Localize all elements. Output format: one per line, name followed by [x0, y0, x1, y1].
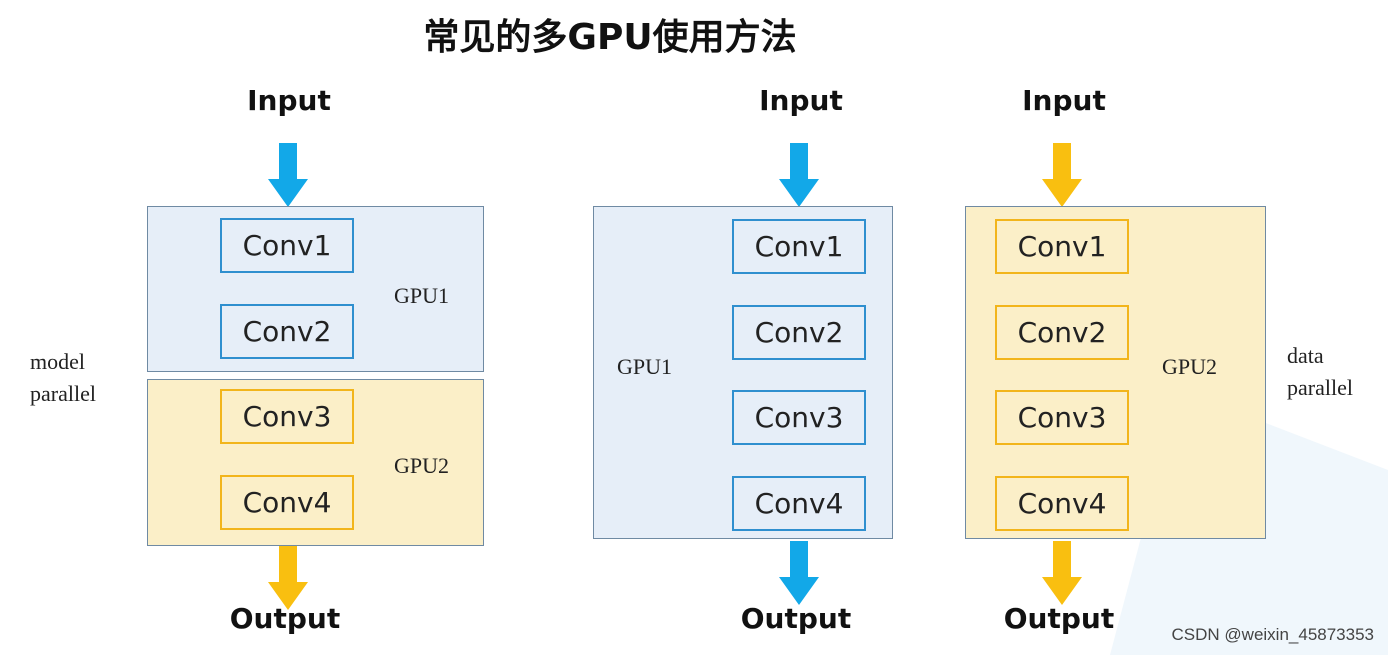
data-parallel-gpu-box: Conv1 Conv2 Conv3 Conv4 GPU2	[965, 206, 1266, 539]
data-parallel-conv2: Conv2	[995, 305, 1129, 360]
model-parallel-label-line1: model	[30, 349, 85, 374]
data-parallel-output-label: Output	[1003, 602, 1115, 635]
model-parallel-gpu2-box: Conv3 Conv4 GPU2	[147, 379, 484, 546]
model-parallel-label-line2: parallel	[30, 381, 96, 406]
single-gpu-output-label: Output	[740, 602, 852, 635]
single-gpu-conv1: Conv1	[732, 219, 866, 274]
model-parallel-gpu1-label: GPU1	[394, 283, 450, 308]
single-gpu-box: Conv1 Conv2 Conv3 Conv4 GPU1	[593, 206, 893, 539]
model-parallel-conv2: Conv2	[220, 304, 354, 359]
data-parallel-conv4: Conv4	[995, 476, 1129, 531]
model-parallel-label: model parallel	[30, 346, 96, 410]
single-gpu-conv4: Conv4	[732, 476, 866, 531]
data-parallel-label-line2: parallel	[1287, 375, 1353, 400]
model-parallel-gpu2-label: GPU2	[394, 453, 450, 478]
single-gpu-input-arrow-icon	[779, 143, 819, 207]
data-parallel-conv3: Conv3	[995, 390, 1129, 445]
single-gpu-output-arrow-icon	[779, 541, 819, 605]
model-parallel-conv1: Conv1	[220, 218, 354, 273]
model-parallel-input-label: Input	[247, 84, 331, 117]
model-parallel-gpu1-box: Conv1 Conv2 GPU1	[147, 206, 484, 372]
model-parallel-input-arrow-icon	[268, 143, 308, 207]
data-parallel-gpu-label: GPU2	[1162, 354, 1218, 379]
page-title: 常见的多GPU使用方法	[423, 17, 797, 58]
watermark: CSDN @weixin_45873353	[1171, 625, 1374, 644]
data-parallel-label-line1: data	[1287, 343, 1324, 368]
model-parallel-conv4: Conv4	[220, 475, 354, 530]
data-parallel-output-arrow-icon	[1042, 541, 1082, 605]
model-parallel-output-label: Output	[229, 602, 341, 635]
data-parallel-label: data parallel	[1287, 340, 1353, 404]
single-gpu-label: GPU1	[617, 354, 673, 379]
single-gpu-conv2: Conv2	[732, 305, 866, 360]
single-gpu-conv3: Conv3	[732, 390, 866, 445]
data-parallel-input-label: Input	[1022, 84, 1106, 117]
single-gpu-input-label: Input	[759, 84, 843, 117]
data-parallel-conv1: Conv1	[995, 219, 1129, 274]
model-parallel-conv3: Conv3	[220, 389, 354, 444]
data-parallel-input-arrow-icon	[1042, 143, 1082, 207]
model-parallel-output-arrow-icon	[268, 546, 308, 610]
